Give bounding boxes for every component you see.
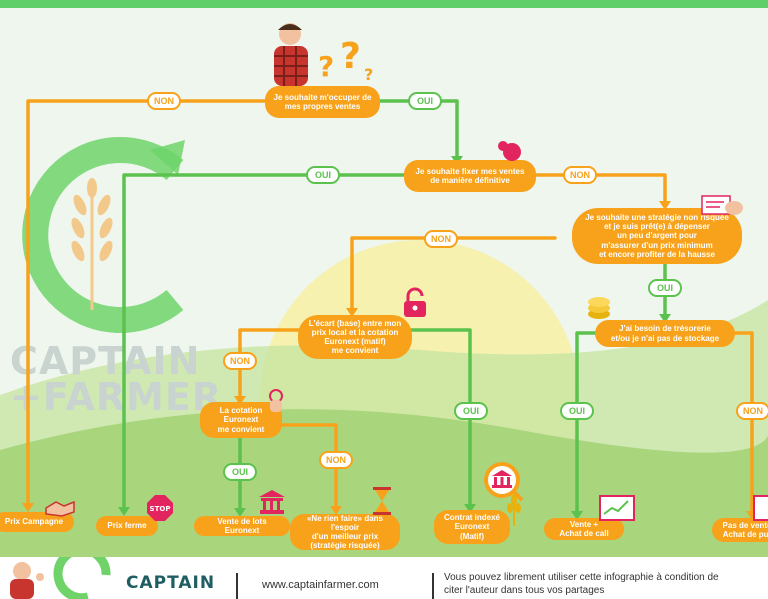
footer-farmer-icon xyxy=(10,557,111,599)
label-oui: OUI xyxy=(223,463,257,481)
result-vente-lots: Vente de lots Euronext xyxy=(194,516,290,536)
result-pas-vente: Pas de vente Achat de put xyxy=(712,518,768,542)
question-basis-spread: L'écart (base) entre mon prix local et l… xyxy=(298,315,412,359)
pointer-finger-icon xyxy=(269,389,283,412)
result-prix-campagne: Prix Campagne xyxy=(0,512,74,532)
result-vente-call: Vente + Achat de call xyxy=(544,518,624,540)
c-logo-arrow xyxy=(150,140,185,175)
label-oui: OUI xyxy=(648,279,682,297)
pin-icon xyxy=(498,141,521,161)
result-prix-ferme: Prix ferme xyxy=(96,516,158,536)
result-ne-rien-faire: «Ne rien faire» dans l'espoir d'un meill… xyxy=(290,514,400,550)
thinking-farmer-icon: ? ? ? xyxy=(274,23,373,86)
svg-text:?: ? xyxy=(318,50,334,83)
footer-brand: CAPTAIN xyxy=(126,573,216,593)
label-non: NON xyxy=(424,230,458,248)
connector-q2-non xyxy=(534,173,667,207)
question-non-risky-strategy: Je souhaite une stratégie non risquée et… xyxy=(572,208,742,264)
question-euronext-price: La cotation Euronext me convient xyxy=(200,402,282,438)
arrowheads xyxy=(22,156,758,520)
footer: CAPTAIN www.captainfarmer.com Vous pouve… xyxy=(0,557,768,599)
question-fix-sales: Je souhaite fixer mes ventes de manière … xyxy=(404,160,536,192)
connector-q6-non xyxy=(280,423,338,512)
label-oui: OUI xyxy=(454,402,488,420)
hourglass-icon xyxy=(373,487,391,515)
label-non: NON xyxy=(736,402,768,420)
writing-hand-icon xyxy=(701,195,743,215)
question-own-sales: Je souhaite m'occuper de mes propres ven… xyxy=(265,86,380,118)
result-contrat-indexe: Contrat indexé Euronext (Matif) xyxy=(434,510,510,544)
padlock-icon xyxy=(404,287,426,317)
label-oui: OUI xyxy=(408,92,442,110)
footer-divider xyxy=(236,573,238,599)
label-oui: OUI xyxy=(560,402,594,420)
bank-building-icon xyxy=(259,490,285,514)
label-non: NON xyxy=(147,92,181,110)
footer-website-link[interactable]: www.captainfarmer.com xyxy=(262,579,379,591)
connector-q3-non xyxy=(350,236,557,314)
svg-text:?: ? xyxy=(340,36,361,77)
connector-q5-non xyxy=(733,331,754,517)
label-non: NON xyxy=(223,352,257,370)
bank-badge-icon xyxy=(484,462,524,502)
svg-text:?: ? xyxy=(364,65,373,84)
footer-credit-text: Vous pouvez librement utiliser cette inf… xyxy=(444,572,719,596)
stop-sign-icon: STOP xyxy=(147,495,173,521)
label-non: NON xyxy=(563,166,597,184)
wheat-ear-icon xyxy=(507,494,521,526)
c-logo-shape xyxy=(22,137,184,333)
connector-q4-oui xyxy=(408,328,472,510)
question-need-cash: J'ai besoin de trésorerie et/ou je n'ai … xyxy=(595,320,735,347)
label-non: NON xyxy=(319,451,353,469)
handshake-icon xyxy=(45,500,75,517)
connector-q1-oui xyxy=(378,99,459,162)
chart-board-icon xyxy=(753,495,768,521)
connector-q5-oui xyxy=(575,331,597,517)
connector-q4-non xyxy=(238,328,302,402)
watermark-text: CAPTAIN +FARMER xyxy=(10,339,223,419)
label-oui: OUI xyxy=(306,166,340,184)
coins-icon xyxy=(588,297,610,319)
footer-divider xyxy=(432,573,434,599)
svg-text:STOP: STOP xyxy=(150,505,171,513)
chart-board-icon xyxy=(599,495,635,521)
connector-q1-non xyxy=(26,99,267,510)
top-banner xyxy=(0,0,768,8)
